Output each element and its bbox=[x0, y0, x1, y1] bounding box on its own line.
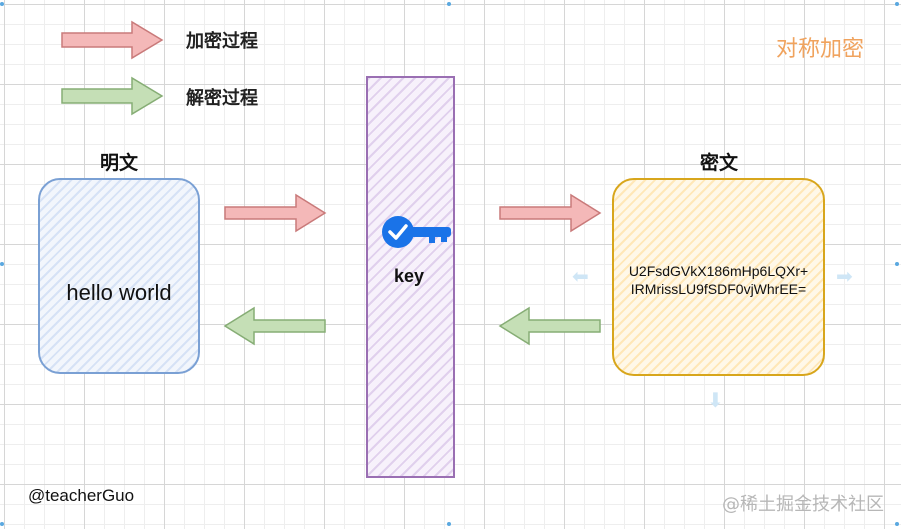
left-arrow-icon: ⬅ bbox=[572, 266, 589, 288]
decrypt-legend-arrow bbox=[61, 76, 164, 116]
decrypt-legend-label: 解密过程 bbox=[186, 88, 258, 109]
anchor-dot bbox=[0, 522, 4, 526]
ciphertext-heading: 密文 bbox=[700, 152, 739, 174]
decrypt-arrow-key-to-plain bbox=[223, 306, 326, 346]
anchor-dot bbox=[0, 2, 4, 6]
decrypt-arrow-cipher-to-key bbox=[498, 306, 601, 346]
encrypt-legend-arrow bbox=[61, 20, 164, 60]
anchor-dot bbox=[447, 2, 451, 6]
ciphertext-content: U2FsdGVkX186mHp6LQXr+ IRMrissLU9fSDF0vjW… bbox=[614, 262, 823, 298]
encrypt-legend-label: 加密过程 bbox=[186, 31, 258, 52]
diagram-title: 对称加密 bbox=[776, 37, 865, 62]
anchor-dot bbox=[895, 522, 899, 526]
anchor-dot bbox=[895, 262, 899, 266]
author-label: @teacherGuo bbox=[28, 486, 135, 505]
ciphertext-line-1: U2FsdGVkX186mHp6LQXr+ bbox=[628, 263, 809, 279]
anchor-dot bbox=[447, 522, 451, 526]
encrypt-arrow-key-to-cipher bbox=[499, 193, 602, 233]
plaintext-heading: 明文 bbox=[100, 152, 139, 174]
ciphertext-line-2: IRMrissLU9fSDF0vjWhrEE= bbox=[630, 281, 807, 297]
watermark: @稀土掘金技术社区 bbox=[722, 494, 884, 515]
encrypt-arrow-plain-to-key bbox=[224, 193, 327, 233]
plaintext-box: hello world bbox=[38, 178, 200, 374]
key-label: key bbox=[394, 266, 425, 286]
ciphertext-box: U2FsdGVkX186mHp6LQXr+ IRMrissLU9fSDF0vjW… bbox=[612, 178, 825, 376]
right-arrow-icon: ➡ bbox=[836, 266, 853, 288]
anchor-dot bbox=[895, 2, 899, 6]
plaintext-content: hello world bbox=[66, 280, 172, 305]
key-column bbox=[366, 76, 455, 478]
down-arrow-icon: ⬇ bbox=[707, 390, 724, 412]
key-icon bbox=[382, 216, 451, 248]
anchor-dot bbox=[0, 262, 4, 266]
